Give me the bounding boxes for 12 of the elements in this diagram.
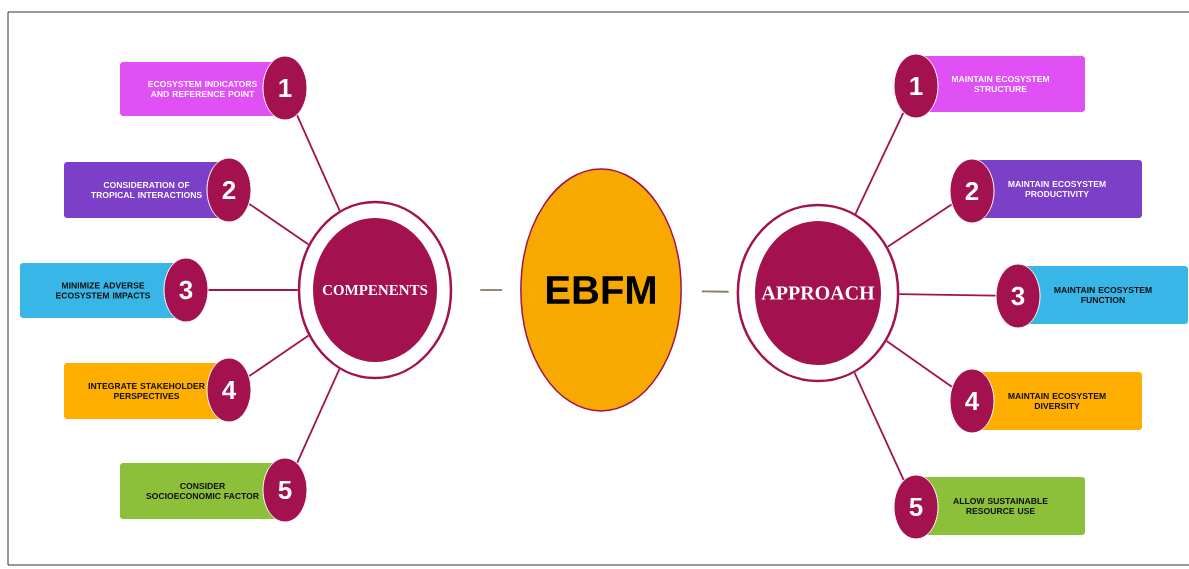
connector-line [854,111,905,215]
connector-line [885,340,953,388]
connector-line [898,293,997,297]
connector-line [296,368,341,464]
connector-line [248,334,310,377]
connector-line [248,203,310,246]
connector-line [207,289,299,291]
connector-line [886,203,953,248]
connector-line [701,290,730,293]
connector-line [479,289,504,291]
connector-line [296,114,341,212]
connector-line [853,371,905,481]
